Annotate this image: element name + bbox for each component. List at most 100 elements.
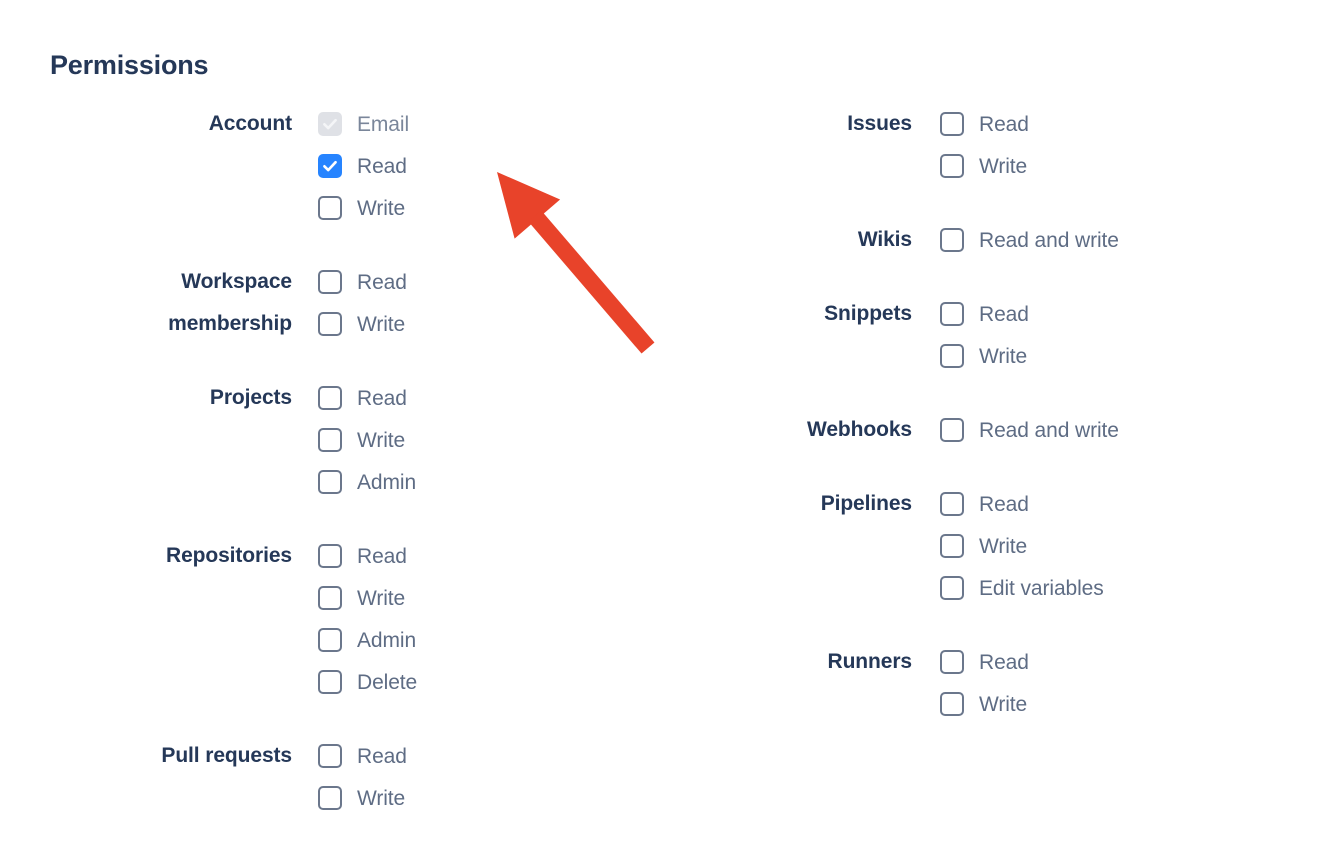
permission-group-label-pipelines: Pipelines — [820, 492, 912, 515]
permission-group-label-runners: Runners — [827, 650, 913, 673]
checkbox-issues-read[interactable] — [940, 112, 964, 136]
checkbox-label-runners-read: Read — [979, 650, 1029, 674]
permission-option-projects-admin[interactable]: Admin — [318, 461, 600, 503]
permission-group-label-issues: Issues — [847, 112, 912, 135]
checkbox-pipelines-write[interactable] — [940, 534, 964, 558]
checkbox-label-repositories-read: Read — [357, 544, 407, 568]
checkbox-issues-write[interactable] — [940, 154, 964, 178]
checkbox-label-pipelines-write: Write — [979, 534, 1028, 558]
checkbox-label-repositories-write: Write — [357, 586, 406, 610]
checkbox-projects-admin[interactable] — [318, 470, 342, 494]
permission-group-label-repositories: Repositories — [166, 544, 292, 567]
checkbox-label-account-read: Read — [357, 154, 407, 178]
permission-option-projects-read[interactable]: Read — [318, 377, 600, 419]
checkbox-pipelines-edit-variables[interactable] — [940, 576, 964, 600]
permission-group-options-wikis: Read and write — [940, 219, 1220, 261]
permission-option-pull-requests-read[interactable]: Read — [318, 735, 600, 777]
checkbox-wikis-read-and-write[interactable] — [940, 228, 964, 252]
checkbox-workspace-membership-write[interactable] — [318, 312, 342, 336]
checkbox-workspace-membership-read[interactable] — [318, 270, 342, 294]
checkbox-projects-write[interactable] — [318, 428, 342, 452]
checkbox-account-write[interactable] — [318, 196, 342, 220]
permission-option-issues-write[interactable]: Write — [940, 145, 1220, 187]
permission-option-workspace-membership-read[interactable]: Read — [318, 261, 600, 303]
permission-option-projects-write[interactable]: Write — [318, 419, 600, 461]
checkbox-repositories-admin[interactable] — [318, 628, 342, 652]
checkbox-repositories-write[interactable] — [318, 586, 342, 610]
checkbox-account-email — [318, 112, 342, 136]
checkbox-label-projects-write: Write — [357, 428, 406, 452]
checkbox-webhooks-read-and-write[interactable] — [940, 418, 964, 442]
checkbox-label-repositories-delete: Delete — [357, 670, 418, 694]
checkbox-label-snippets-write: Write — [979, 344, 1028, 368]
permission-option-pipelines-write[interactable]: Write — [940, 525, 1220, 567]
checkbox-label-workspace-membership-write: Write — [357, 312, 406, 336]
checkbox-repositories-read[interactable] — [318, 544, 342, 568]
checkbox-label-account-email: Email — [357, 112, 410, 136]
permission-option-webhooks-read-and-write[interactable]: Read and write — [940, 409, 1220, 451]
permission-group-label-snippets: Snippets — [824, 302, 912, 325]
checkbox-label-projects-read: Read — [357, 386, 407, 410]
checkbox-projects-read[interactable] — [318, 386, 342, 410]
permission-option-pipelines-read[interactable]: Read — [940, 483, 1220, 525]
permission-option-account-read[interactable]: Read — [318, 145, 600, 187]
permission-group-label-account: Account — [208, 112, 292, 135]
permission-option-account-write[interactable]: Write — [318, 187, 600, 229]
checkbox-pull-requests-write[interactable] — [318, 786, 342, 810]
permission-option-snippets-write[interactable]: Write — [940, 335, 1220, 377]
permission-option-runners-read[interactable]: Read — [940, 641, 1220, 683]
permission-option-issues-read[interactable]: Read — [940, 103, 1220, 145]
permission-option-pull-requests-write[interactable]: Write — [318, 777, 600, 819]
checkbox-label-wikis-read-and-write: Read and write — [979, 228, 1119, 252]
checkbox-account-read[interactable] — [318, 154, 342, 178]
permission-option-repositories-delete[interactable]: Delete — [318, 661, 600, 703]
checkbox-label-projects-admin: Admin — [357, 470, 417, 494]
checkbox-pipelines-read[interactable] — [940, 492, 964, 516]
permission-option-wikis-read-and-write[interactable]: Read and write — [940, 219, 1220, 261]
permission-option-repositories-read[interactable]: Read — [318, 535, 600, 577]
permission-option-workspace-membership-write[interactable]: Write — [318, 303, 600, 345]
checkbox-snippets-write[interactable] — [940, 344, 964, 368]
checkbox-pull-requests-read[interactable] — [318, 744, 342, 768]
checkbox-runners-read[interactable] — [940, 650, 964, 674]
permission-group-label-webhooks: Webhooks — [807, 418, 912, 441]
checkbox-label-snippets-read: Read — [979, 302, 1029, 326]
checkbox-label-webhooks-read-and-write: Read and write — [979, 418, 1119, 442]
permission-group-label-wikis: Wikis — [857, 228, 912, 251]
permission-group-label-workspace-membership: Workspace membership — [168, 270, 292, 335]
permission-group-options-webhooks: Read and write — [940, 409, 1220, 451]
permission-option-runners-write[interactable]: Write — [940, 683, 1220, 725]
permission-option-repositories-write[interactable]: Write — [318, 577, 600, 619]
checkbox-runners-write[interactable] — [940, 692, 964, 716]
checkbox-repositories-delete[interactable] — [318, 670, 342, 694]
checkbox-label-pipelines-edit-variables: Edit variables — [979, 576, 1104, 600]
permission-option-pipelines-edit-variables[interactable]: Edit variables — [940, 567, 1220, 609]
permission-group-wikis: Wikis Read and write — [600, 219, 1220, 261]
checkbox-label-repositories-admin: Admin — [357, 628, 417, 652]
permission-option-account-email[interactable]: Email — [318, 103, 600, 145]
permission-option-repositories-admin[interactable]: Admin — [318, 619, 600, 661]
permission-group-webhooks: Webhooks Read and write — [600, 409, 1220, 451]
checkbox-snippets-read[interactable] — [940, 302, 964, 326]
permission-option-snippets-read[interactable]: Read — [940, 293, 1220, 335]
